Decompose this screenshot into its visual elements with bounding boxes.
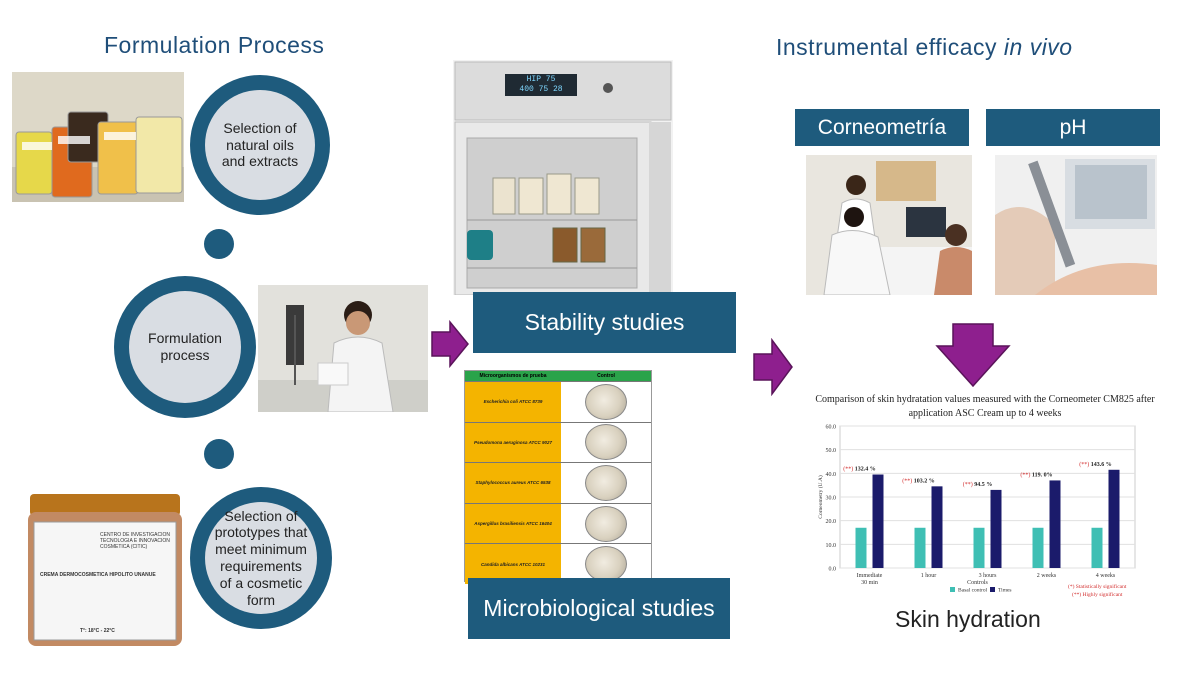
corneometria-tab: Corneometría: [795, 109, 969, 146]
ph-measurement-illustration: [995, 155, 1157, 295]
petri-dish: [585, 424, 627, 461]
y-axis-label: Corneometry (U.A): [817, 475, 824, 519]
petri-dish: [585, 464, 627, 501]
cream-jar-photo: CENTRO DE INVESTIGACION TECNOLOGIA E INN…: [20, 490, 190, 650]
legend-swatch-basal: [950, 587, 955, 592]
x-axis-label: Controls: [967, 580, 988, 586]
petri-dish: [585, 383, 627, 420]
y-tick-label: 30.0: [826, 496, 837, 502]
incubator-display-bottom: 400 75 28: [519, 85, 563, 94]
step-ring-oils: Selection of natural oils and extracts: [190, 75, 330, 215]
corneometry-photo: [806, 155, 972, 295]
connector-dot-2: [204, 439, 234, 469]
step-label-oils: Selection of natural oils and extracts: [205, 90, 315, 200]
step-label-formulation: Formulation process: [129, 291, 241, 403]
data-label: (**) 119. 0%: [1020, 471, 1052, 478]
y-tick-label: 10.0: [826, 543, 837, 549]
ph-measurement-photo: [995, 155, 1157, 295]
step-ring-formulation: Formulation process: [114, 276, 256, 418]
significance-note: (**) Highly significant: [1072, 591, 1123, 598]
petri-dish: [585, 546, 627, 583]
organism-label: Staphylococcus aureus ATCC 6538: [465, 463, 561, 503]
organism-label: Aspergillus brasiliensis ATCC 16404: [465, 503, 561, 544]
data-label: (**) 103.2 %: [902, 477, 935, 484]
x-tick-label: 30 min: [861, 580, 878, 586]
organism-label: Pseudomona aeruginosa ATCC 9027: [465, 422, 561, 463]
x-tick-label: 2 weeks: [1037, 573, 1057, 579]
jar-brand-text: CENTRO DE INVESTIGACION TECNOLOGIA E INN…: [100, 532, 171, 550]
incubator-illustration: [453, 60, 673, 295]
table-row: Candida albicans ATCC 10231: [465, 543, 651, 584]
bar-basal: [914, 527, 926, 568]
bar-times: [872, 474, 884, 568]
header-microorganisms: Microorganismos de prueba: [479, 373, 547, 379]
incubator-display: HIP 75 400 75 28: [507, 75, 575, 95]
lab-worker-photo: [258, 285, 428, 412]
microbiological-studies-box: Microbiological studies: [468, 578, 730, 639]
connector-dot-1: [204, 229, 234, 259]
y-tick-label: 0.0: [829, 567, 837, 573]
incubator-photo: HIP 75 400 75 28: [453, 60, 673, 295]
bar-basal: [973, 527, 985, 568]
bar-times: [1108, 469, 1120, 568]
microorganisms-table-header: Microorganismos de prueba Control: [465, 371, 651, 381]
petri-dish: [585, 505, 627, 542]
microorganisms-table: Microorganismos de prueba Control Escher…: [464, 370, 652, 584]
arrow-right-icon-2: [753, 338, 793, 396]
legend-label-basal: Basal control: [958, 588, 988, 594]
organism-label: Candida albicans ATCC 10231: [465, 544, 561, 584]
header-control: Control: [597, 373, 615, 379]
data-label: (**) 132.4 %: [843, 466, 876, 473]
significance-note: (*) Statistically significant: [1068, 583, 1127, 590]
bar-times: [931, 486, 943, 568]
step-text-prototypes: Selection of prototypes that meet minimu…: [214, 507, 308, 608]
skin-hydration-caption: Skin hydration: [895, 606, 1041, 632]
x-tick-label: 3 hours: [979, 573, 997, 579]
in-vivo-text: in vivo: [1003, 34, 1073, 60]
oils-beakers-illustration: [12, 72, 184, 202]
x-tick-label: Immediate: [857, 573, 883, 579]
data-label: (**) 143.6 %: [1079, 461, 1112, 468]
y-tick-label: 50.0: [826, 448, 837, 454]
instrumental-heading-text: Instrumental efficacy: [776, 34, 1004, 60]
bar-times: [990, 489, 1002, 568]
table-row: Escherichia coli ATCC 8739: [465, 381, 651, 422]
table-row: Pseudomona aeruginosa ATCC 9027: [465, 421, 651, 463]
chart-title: Comparison of skin hydratation values me…: [815, 394, 1155, 419]
bar-basal: [855, 527, 867, 568]
arrow-down-icon: [935, 323, 1011, 388]
legend-swatch-times: [990, 587, 995, 592]
formulation-process-heading: Formulation Process: [104, 32, 325, 58]
legend-label-times: Times: [998, 588, 1012, 594]
step-label-prototypes: Selection of prototypes that meet minimu…: [205, 502, 317, 614]
table-row: Aspergillus brasiliensis ATCC 16404: [465, 502, 651, 544]
cream-jar-illustration: [28, 494, 182, 646]
table-row: Staphylococcus aureus ATCC 6538: [465, 462, 651, 503]
data-label: (**) 94.5 %: [963, 481, 993, 488]
step-ring-prototypes: Selection of prototypes that meet minimu…: [190, 487, 332, 629]
y-tick-label: 20.0: [826, 519, 837, 525]
step-text-formulation: Formulation process: [148, 330, 222, 363]
step-text-oils: Selection of natural oils and extracts: [221, 119, 299, 170]
lab-worker-illustration: [258, 285, 428, 412]
ph-tab: pH: [986, 109, 1160, 146]
jar-product-text: CREMA DERMOCOSMETICA HIPOLITO UNANUE: [40, 572, 156, 578]
jar-temp-text: T°: 18°C - 22°C: [80, 628, 115, 634]
bar-times: [1049, 480, 1061, 568]
stability-studies-box: Stability studies: [473, 292, 736, 353]
y-tick-label: 60.0: [826, 425, 837, 431]
incubator-display-top: HIP 75: [526, 75, 556, 84]
bar-basal: [1032, 527, 1044, 568]
bar-basal: [1091, 527, 1103, 568]
x-tick-label: 4 weeks: [1096, 573, 1116, 579]
oils-extracts-photo: [12, 72, 184, 202]
organism-label: Escherichia coli ATCC 8739: [465, 382, 561, 422]
instrumental-efficacy-heading: Instrumental efficacy in vivo: [776, 34, 1073, 61]
y-tick-label: 40.0: [826, 472, 837, 478]
arrow-right-icon-1: [431, 320, 469, 368]
x-tick-label: 1 hour: [921, 573, 937, 579]
corneometry-illustration: [806, 155, 972, 295]
